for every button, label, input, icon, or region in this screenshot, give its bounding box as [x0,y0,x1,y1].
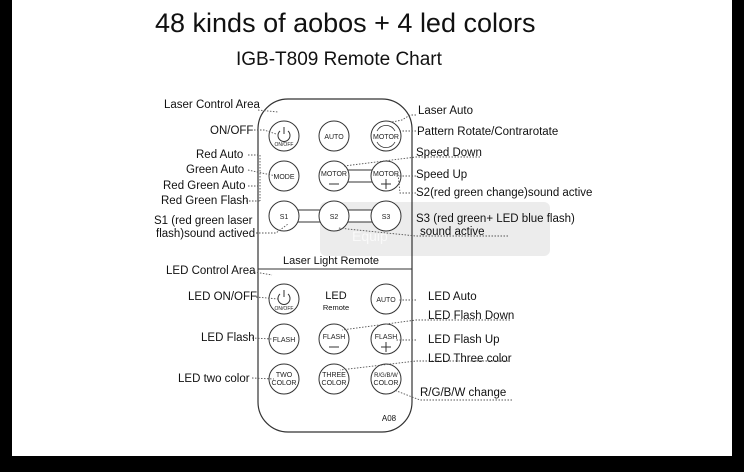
led-remote-subtitle: Remote [323,303,349,312]
motor-button-text: MOTOR [373,134,399,141]
speed-connector [347,169,373,183]
speed-down-button [318,160,350,192]
rgbw-button [370,363,402,395]
speed-down-button-text: MOTOR [321,171,347,178]
led-three-color-button [318,363,350,395]
label-led-auto: LED Auto [428,291,477,303]
label-led-flash: LED Flash [201,332,255,344]
s3-button [370,200,402,232]
led-flash-button [268,323,300,355]
label-red-auto: Red Auto [196,149,244,161]
label-laser-auto: Laser Auto [418,105,473,117]
label-s3-line1: S3 (red green+ LED blue flash) [416,213,575,225]
label-s1-line2: flash)sound actived [156,228,256,240]
rgbw-text-2: COLOR [374,380,399,387]
led-on-off-button-text: ON/OFF [275,306,294,312]
led-flash-button-text: FLASH [273,337,296,344]
label-led-three-color: LED Three color [428,353,512,365]
three-color-text-1: THREE [322,372,346,379]
mode-button-text: MODE [274,174,295,181]
mode-button [268,160,300,192]
label-laser-control-area: Laser Control Area [164,99,260,111]
label-speed-down: Speed Down [416,147,482,159]
s3-button-text: S3 [382,214,391,221]
speed-up-button-text: MOTOR [373,171,399,178]
s1-button [268,200,300,232]
label-on-off: ON/OFF [210,125,254,137]
led-on-off-button [268,283,300,315]
two-color-text-1: TWO [276,372,293,379]
s2-button [318,200,350,232]
led-flash-down-button-text: FLASH [323,334,346,341]
laser-auto-button-text: AUTO [324,134,344,141]
laser-auto-button [318,120,350,152]
label-s2: S2(red green change)sound active [416,187,593,199]
diagram-subtitle: IGB-T809 Remote Chart [236,49,442,70]
leader-lines [246,109,512,401]
three-color-text-2: COLOR [322,380,347,387]
led-flash-down-button [318,323,350,355]
model-text: A08 [382,414,397,423]
led-flash-up-button-text: FLASH [375,334,398,341]
label-green-auto: Green Auto [186,164,245,176]
label-led-control-area: LED Control Area [166,265,256,277]
label-led-flash-up: LED Flash Up [428,334,500,346]
led-auto-button [370,283,402,315]
label-rgbw-change: R/G/B/W change [420,387,507,399]
diagram-title: 48 kinds of aobos + 4 led colors [155,8,536,38]
s2-button-text: S2 [330,214,339,221]
laser-on-off-button [268,120,300,152]
label-s1-line1: S1 (red green laser [154,215,253,227]
remote-body [257,98,413,433]
label-speed-up: Speed Up [416,169,468,181]
led-remote-title: LED [325,290,346,302]
power-icon [277,130,291,142]
label-led-two-color: LED two color [178,373,250,385]
label-led-flash-down: LED Flash Down [428,310,515,322]
led-power-icon [277,293,291,305]
laser-light-remote-label: Laser Light Remote [283,255,379,267]
rgbw-text-1: R/G/B/W [374,373,398,379]
two-color-text-2: COLOR [272,380,297,387]
label-red-green-flash: Red Green Flash [161,195,249,207]
label-s3-line2: sound active [420,226,485,238]
on-off-button-text: ON/OFF [275,142,294,148]
led-auto-button-text: AUTO [376,297,396,304]
led-two-color-button [268,363,300,395]
label-pattern-rotate: Pattern Rotate/Contrarotate [417,126,559,138]
s1-button-text: S1 [280,214,289,221]
label-red-green-auto: Red Green Auto [163,180,246,192]
label-led-on-off: LED ON/OFF [188,291,258,303]
